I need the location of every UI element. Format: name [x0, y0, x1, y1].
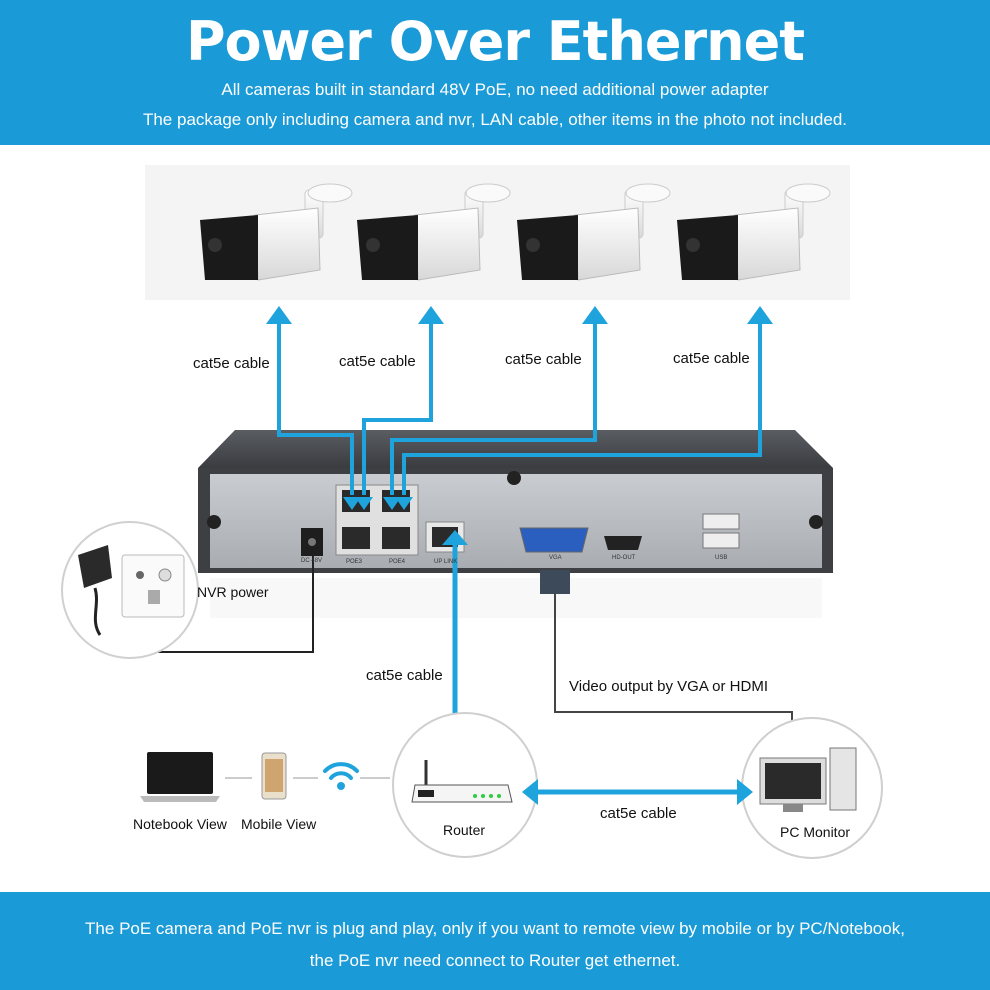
- wifi-icon: [323, 762, 359, 790]
- cable-label-router-pc: cat5e cable: [600, 805, 677, 822]
- nvr-power-label: NVR power: [197, 584, 269, 600]
- pc-label: PC Monitor: [780, 824, 851, 840]
- nvr-device: [198, 430, 833, 618]
- cable-label-cam3: cat5e cable: [505, 351, 582, 368]
- camera-arrowheads: [266, 306, 773, 510]
- power-cable: [118, 556, 314, 653]
- port-usb-label: USB: [715, 555, 728, 561]
- header-line-1: All cameras built in standard 48V PoE, n…: [221, 80, 769, 99]
- power-socket-icon: [61, 521, 199, 659]
- mobile-label: Mobile View: [241, 816, 317, 832]
- notebook-label: Notebook View: [133, 816, 227, 832]
- footer-line-2: the PoE nvr need connect to Router get e…: [309, 951, 681, 970]
- page-title: Power Over Ethernet: [185, 10, 805, 73]
- mobile-icon: [261, 752, 287, 800]
- cable-label-cam2: cat5e cable: [339, 353, 416, 370]
- router-label: Router: [443, 822, 486, 838]
- cable-label-cam4: cat5e cable: [673, 350, 750, 367]
- footer-line-1: The PoE camera and PoE nvr is plug and p…: [85, 919, 905, 938]
- footer-banner: The PoE camera and PoE nvr is plug and p…: [0, 892, 990, 990]
- port-hdmi-label: HD-OUT: [612, 555, 636, 561]
- router-pc-cable: [522, 779, 753, 805]
- camera-1: [200, 183, 353, 281]
- port-vga-label: VGA: [549, 555, 562, 561]
- cable-label-router-link: cat5e cable: [366, 667, 443, 684]
- notebook-icon: [140, 752, 220, 802]
- header-banner: Power Over Ethernet All cameras built in…: [0, 0, 990, 145]
- router-icon: [392, 712, 538, 858]
- port-uplink-label: UP LINK: [434, 559, 458, 565]
- camera-cables: [277, 322, 762, 495]
- header-line-2: The package only including camera and nv…: [142, 110, 848, 129]
- camera-2: [357, 183, 511, 281]
- camera-3: [517, 183, 671, 281]
- video-output-label: Video output by VGA or HDMI: [569, 678, 768, 695]
- port-poe4-label: POE4: [389, 559, 406, 565]
- camera-4: [677, 183, 831, 281]
- port-poe3-label: POE3: [346, 559, 363, 565]
- cable-label-cam1: cat5e cable: [193, 355, 270, 372]
- port-dc-label: DC 48V: [301, 558, 323, 564]
